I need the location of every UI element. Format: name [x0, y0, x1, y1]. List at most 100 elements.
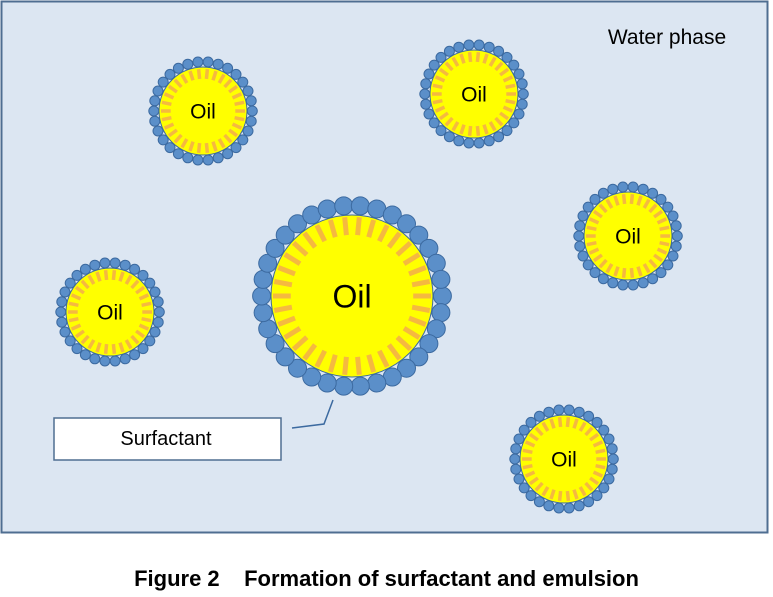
surfactant-head [423, 108, 435, 120]
surfactant-tail [648, 258, 658, 269]
surfactant-head [182, 58, 194, 70]
surfactant-head [516, 78, 528, 90]
oil-core [519, 414, 609, 504]
surfactant-tail [402, 326, 421, 340]
surfactant-tail [228, 128, 239, 138]
surfactant-head [435, 125, 447, 137]
oil-droplet: Oil [252, 196, 452, 396]
surfactant-head [583, 496, 595, 508]
surfactant-tail [432, 98, 443, 105]
surfactant-tail [502, 75, 514, 83]
surfactant-tail [80, 279, 90, 290]
surfactant-tail [211, 141, 218, 152]
surfactant-head [153, 306, 165, 318]
surfactant-tail [459, 53, 466, 64]
surfactant-head [525, 416, 537, 428]
surfactant-tail [549, 489, 556, 500]
surfactant-tail [395, 240, 413, 257]
surfactant-head [501, 51, 513, 63]
surfactant-tail [653, 253, 664, 263]
surfactant-head [265, 238, 285, 258]
surfactant-head [71, 343, 83, 355]
surfactant-tail [499, 67, 510, 77]
surfactant-tail [130, 279, 140, 290]
surfactant-tail [505, 98, 516, 105]
surfactant-tail [434, 75, 446, 83]
surfactant-tail [565, 490, 571, 501]
surfactant-head [627, 181, 639, 193]
surfactant-head [582, 201, 594, 213]
surfactant-tail [488, 121, 497, 132]
surfactant-head [637, 277, 649, 289]
surfactant-head [662, 259, 674, 271]
surfactant-tail [173, 78, 183, 89]
surfactant-tail [135, 329, 146, 339]
surfactant-head [152, 296, 164, 308]
surfactant-tail [211, 70, 218, 81]
surfactant-tail [505, 83, 516, 90]
surfactant-tail [395, 335, 413, 352]
surfactant-tail [467, 52, 473, 63]
surfactant-head [192, 154, 204, 166]
surfactant-head [99, 257, 111, 269]
surfactant-tail [118, 342, 125, 353]
surfactant-tail [659, 240, 670, 247]
surfactant-tail [342, 217, 349, 236]
surfactant-head [109, 257, 121, 269]
surfactant-head [420, 98, 432, 110]
surfactant-tail [273, 304, 293, 313]
surfactant-tail [595, 463, 606, 470]
surfactant-head [667, 210, 679, 222]
surfactant-head [525, 490, 537, 502]
surfactant-tail [656, 247, 668, 255]
surfactant-tail [522, 463, 533, 470]
surfactant-head [144, 277, 156, 289]
surfactant-tail [124, 339, 133, 350]
surfactant-head [129, 349, 141, 361]
surfactant-tail [386, 343, 402, 361]
surfactant-head [667, 250, 679, 262]
surfactant-head [157, 76, 169, 88]
surfactant-tail [223, 78, 233, 89]
surfactant-tail [584, 426, 594, 437]
surfactant-tail [124, 274, 133, 285]
surfactant-head [237, 134, 249, 146]
surfactant-head [149, 286, 161, 298]
surfactant-head [513, 108, 525, 120]
surfactant-tail [586, 225, 597, 232]
oil-droplet-label: Oil [461, 84, 487, 107]
surfactant-tail [592, 440, 604, 448]
surfactant-tail [659, 225, 670, 232]
surfactant-tail [196, 69, 202, 80]
oil-droplet: Oil [419, 39, 529, 149]
surfactant-head [192, 56, 204, 68]
surfactant-callout-label: Surfactant [120, 428, 212, 450]
surfactant-tail [475, 125, 481, 136]
surfactant-tail [621, 267, 627, 278]
surfactant-head [258, 319, 278, 339]
surfactant-tail [111, 343, 117, 354]
surfactant-callout-box [53, 417, 282, 461]
surfactant-tail [411, 279, 431, 288]
surfactant-tail [656, 217, 668, 225]
surfactant-tail [118, 271, 125, 282]
figure-number: Figure 2 [134, 566, 220, 591]
surfactant-tail [314, 224, 327, 243]
surfactant-tail [605, 263, 614, 274]
surfactant-tail [613, 195, 620, 206]
surfactant-tail [494, 116, 504, 127]
surfactant-head [662, 201, 674, 213]
surfactant-head [589, 267, 601, 279]
surfactant-head [518, 482, 530, 494]
surfactant-tail [444, 61, 454, 72]
surfactant-head [64, 277, 76, 289]
surfactant-tail [273, 279, 293, 288]
surfactant-tail [557, 490, 563, 501]
surfactant-tail [95, 342, 102, 353]
surfactant-head [245, 115, 257, 127]
oil-core [65, 267, 155, 357]
surfactant-tail [432, 83, 443, 90]
surfactant-head [463, 137, 475, 149]
surfactant-head [428, 117, 440, 129]
